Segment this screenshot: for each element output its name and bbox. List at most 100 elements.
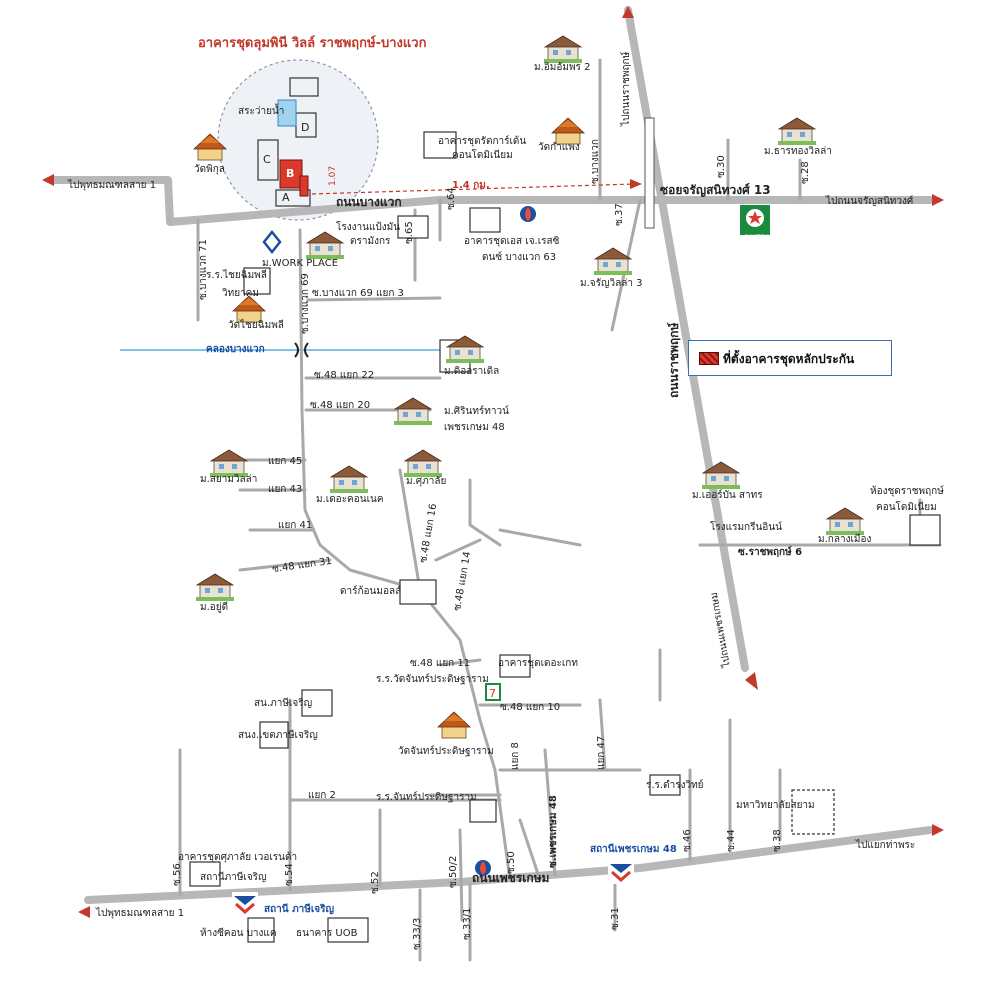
soi-rp6: ซ.ราชพฤกษ์ 6 [738, 547, 803, 558]
place-school-chaiyim-2: วิทยาคม [222, 288, 259, 299]
temple-icon [231, 295, 267, 323]
place-condo-detect: อาคารชุดเดอะเกท [498, 658, 578, 669]
soi-50-2: ซ.50/2 [448, 855, 459, 888]
place-wat-kamphaeng: วัดกำแพง [538, 142, 580, 153]
place-m-connect: ม.เดอะคอนเนค [316, 494, 384, 505]
place-m-workplace: ม.WORK PLACE [262, 258, 339, 269]
soi-48-8: แยก 8 [510, 742, 521, 770]
legend-swatch [699, 352, 719, 365]
place-seacon: ห้างซีคอน บางแค [200, 928, 277, 939]
place-condo-supalai-1: อาคารชุดศุภาลัย เวอเรนด้า [178, 852, 298, 863]
temple-icons [192, 117, 586, 739]
overpass [644, 117, 655, 229]
temple-icon [436, 711, 472, 739]
distance-arrow [630, 179, 642, 189]
house-icon [777, 117, 817, 145]
caltex-star [748, 211, 762, 224]
place-university: มหาวิทยาลัยสยาม [736, 800, 815, 811]
soi-charan-13: ซอยจรัญสนิทวงศ์ 13 [660, 183, 771, 197]
place-police-2: สนง.เขตภาษีเจริญ [238, 730, 318, 741]
house-icon [195, 573, 235, 601]
soi-33-1: ซ.33/1 [462, 907, 473, 940]
road-ratchaphruek: ถนนราชพฤกษ์ [667, 322, 681, 398]
bts-icons [232, 860, 634, 916]
soi-28: ซ.28 [800, 161, 811, 184]
soi-bang-waek-top: ซ.บางแวก [590, 139, 601, 184]
place-bts-phasi: สถานี ภาษีเจริญ [264, 904, 335, 915]
inset-pool-label: สระว่ายน้ำ [238, 106, 285, 117]
place-uob: ธนาคาร UOB [296, 928, 358, 939]
place-condo-rp-1: ห้องชุดราชพฤกษ์ [870, 486, 944, 497]
soi-69: ซ.บางแวก 69 [300, 273, 311, 334]
soi-y41: แยก 41 [278, 520, 313, 531]
bts-icon [232, 892, 258, 916]
place-m-dioraville: ม.ดิออราเดิล [444, 366, 500, 377]
building-boxes [189, 131, 941, 943]
soi-y43: แยก 43 [268, 484, 303, 495]
place-bts-phet48: สถานีเพชรเกษม 48 [590, 844, 677, 855]
arrows [42, 6, 944, 918]
legend: ที่ตั้งอาคารชุดหลักประกัน [688, 340, 892, 376]
place-condo-sl-2: ดนซ์ บางแวก 63 [482, 252, 557, 263]
place-wat-phikun: วัดพิกุล [194, 164, 225, 175]
place-school-chaiyim-1: ร.ร.ไชยฉิมพลี [206, 270, 267, 281]
distance-line [311, 183, 635, 195]
place-school-watchan: ร.ร.วัดจันทร์ประดิษฐาราม [376, 674, 489, 685]
to-charan-label: ไปถนนจรัญสนิทวงศ์ [826, 196, 914, 207]
place-condo-sl-1: อาคารชุดเอส เจ.เรสซิ [464, 236, 560, 247]
inset-buildings [257, 77, 319, 207]
inset-block-b-label: B [286, 167, 295, 180]
road-bang-waek: ถนนบางแวก [336, 195, 402, 209]
soi-phet-48: ซ.เพชรเกษม 48 [548, 795, 559, 868]
bts-icon [608, 860, 634, 884]
soi-y2: แยก 2 [308, 790, 336, 801]
house-icon [593, 247, 633, 275]
soi-54: ซ.54 [284, 863, 295, 886]
house-icon [543, 35, 583, 63]
soi-65: ซ.65 [404, 221, 415, 244]
inset-block-b2 [299, 175, 309, 197]
bank-icon [262, 229, 282, 255]
place-factory-2: ตรามังกร [350, 236, 391, 247]
fuel-station-icon-2 [475, 860, 491, 876]
place-condo-ratkanton: อาคารชุดรัตการ์เด้น [438, 136, 527, 147]
soi-48-20: ซ.48 แยก 20 [310, 400, 371, 411]
place-police-1: สน.ภาษีเจริญ [254, 698, 313, 709]
house-icon [403, 449, 443, 477]
house-icon [393, 397, 433, 425]
place-school-damrong: ร.ร.ดำรงวิทย์ [646, 780, 704, 791]
inset-block-a-label: A [282, 191, 290, 204]
soi-69-3: ซ.บางแวก 69 แยก 3 [312, 288, 404, 299]
inset-pool [277, 99, 297, 127]
place-m-yudee: ม.อยู่ดี [200, 602, 229, 613]
place-condo-ratkanton-2: คอนโดมิเนียม [452, 150, 513, 161]
seven-eleven-glyph: 7 [489, 687, 496, 700]
distance-label: 1.4 กม. [452, 180, 490, 191]
temple-icon [192, 133, 228, 161]
place-m-imsomphon: ม.อิมอัมพร 2 [534, 62, 591, 73]
university-box [791, 789, 835, 835]
distance-label-2: 1.07 [328, 165, 338, 186]
soi-37: ซ.37 [614, 203, 625, 226]
place-wat-chan: วัดจันทร์ประดิษฐาราม [398, 746, 494, 757]
inset-block-c-label: C [263, 153, 271, 166]
place-m-sirin-1: ม.ศิรินทร์ทาวน์ [444, 406, 509, 417]
soi-52: ซ.52 [370, 871, 381, 894]
to-tha-phra: ไปแยกท่าพระ [856, 840, 916, 851]
soi-44: ซ.44 [726, 829, 737, 852]
soi-46: ซ.46 [682, 829, 693, 852]
house-icon [445, 335, 485, 363]
place-caltex: CALTEX [744, 234, 769, 241]
canal-bridge [294, 342, 309, 358]
place-wat-chaiyim: วัดไชยฉิมพลี [228, 320, 284, 331]
house-icons [195, 35, 865, 601]
soi-48-22: ซ.48 แยก 22 [314, 370, 375, 381]
place-condo-supalai-2: สถานีภาษีเจริญ [200, 872, 267, 883]
inset-block-d-label: D [301, 121, 310, 134]
soi-33-3: ซ.33/3 [412, 917, 423, 950]
project-title: อาคารชุดลุมพินี วิลล์ ราชพฤกษ์-บางแวก [198, 36, 427, 51]
place-hotel: โรงแรมกรีนอินน์ [710, 522, 782, 533]
soi-48-10: ซ.48 แยก 10 [500, 702, 561, 713]
place-m-siam: ม.สยามวิลล่า [200, 474, 258, 485]
